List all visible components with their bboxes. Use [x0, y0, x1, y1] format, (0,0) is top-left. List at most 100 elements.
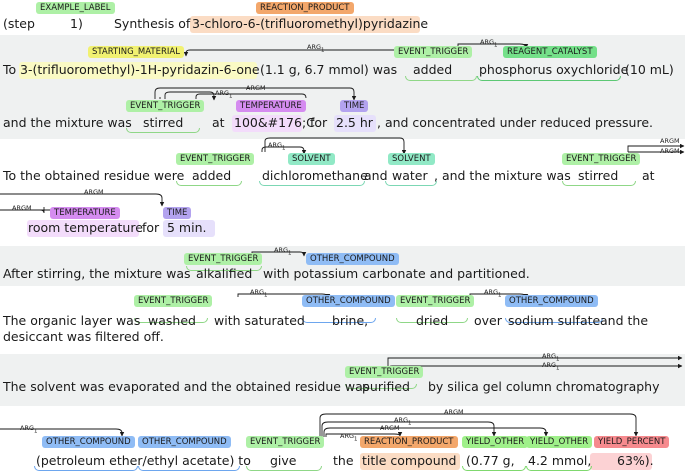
arg-label: ARG1	[268, 141, 286, 152]
arc-argm	[0, 193, 165, 207]
token-after-stirring: After stirring, the mixture was	[3, 266, 191, 281]
token-alkalified: alkalified	[196, 266, 253, 281]
token-organic-layer: The organic layer was	[3, 313, 141, 328]
token-washed: washed	[148, 313, 196, 328]
tag-solvent: SOLVENT	[388, 153, 435, 165]
token-desiccant-filtered: desiccant was filtered off.	[3, 329, 164, 344]
token-with-saturated: with saturated	[214, 313, 305, 328]
tag-yield-other: YIELD_OTHER	[526, 436, 593, 448]
token-over: over	[474, 313, 502, 328]
token-to-obtained-residue: To the obtained residue were	[3, 168, 185, 183]
token-to: To	[3, 62, 17, 77]
argm-label: ARGM	[444, 408, 464, 416]
arg-label: ARG1	[307, 43, 325, 54]
arc-argm	[627, 143, 685, 152]
argm-label: ARGM	[246, 84, 266, 92]
token-at: at	[642, 168, 655, 183]
tag-event-trigger: EVENT_TRIGGER	[134, 295, 213, 307]
token-sodium-sulfate: sodium sulfate	[508, 313, 601, 328]
sentence-band-3	[0, 354, 685, 406]
token-and: and	[364, 168, 388, 183]
token-mixture-was: , and the mixture was	[434, 168, 571, 183]
token-added: added	[413, 62, 453, 77]
arg-label: ARG1	[20, 424, 38, 435]
temperature-highlight-2	[27, 220, 139, 237]
sentence-band-2	[0, 246, 685, 286]
arg-label: ARG1	[250, 288, 268, 299]
arg-label: ARG1	[542, 352, 560, 363]
token-time: 5 min.	[167, 220, 207, 235]
tag-event-trigger: EVENT_TRIGGER	[394, 46, 473, 58]
tag-other-compound: OTHER_COMPOUND	[505, 295, 598, 307]
tag-event-trigger: EVENT_TRIGGER	[562, 153, 641, 165]
arc-argm-temp	[195, 93, 307, 99]
arc-arg1	[321, 421, 497, 437]
token-the: the	[333, 453, 354, 468]
token-reagent: phosphorus oxychloride	[479, 62, 629, 77]
arc-arg1	[387, 355, 683, 364]
token-stirred: stirred	[143, 115, 184, 130]
tag-example-label: EXAMPLE_LABEL	[36, 2, 115, 14]
token-yield-mmol: 4.2 mmol,	[528, 453, 592, 468]
argm-label: ARGM	[660, 147, 680, 155]
token-added: added	[192, 168, 232, 183]
arc-argm	[319, 413, 639, 437]
tag-time: TIME	[163, 207, 192, 219]
arc-arg1	[261, 146, 307, 155]
reaction-product-highlight-2	[360, 453, 460, 470]
tag-solvent: SOLVENT	[288, 153, 335, 165]
token-at: at	[212, 115, 225, 130]
token-solvent-2: water	[392, 168, 428, 183]
token-solvent-1: dichloromethane	[262, 168, 368, 183]
arc-arg1	[251, 251, 307, 257]
arg-label: ARG1	[215, 89, 233, 100]
tag-temperature: TEMPERATURE	[50, 207, 120, 219]
token-with-potassium-carbonate: with potassium carbonate and partitioned…	[263, 266, 530, 281]
arg-label: ARG1	[340, 432, 358, 443]
token-yield-mass: (0.77 g,	[466, 453, 515, 468]
token-reaction-product: 3-chloro-6-(trifluoromethyl)pyridazine	[192, 16, 429, 31]
tag-event-trigger: EVENT_TRIGGER	[396, 295, 475, 307]
token-concentrated: , and concentrated under reduced pressur…	[377, 115, 653, 130]
tag-event-trigger: EVENT_TRIGGER	[246, 436, 325, 448]
arg-label: ARG1	[484, 288, 502, 299]
tag-other-compound: OTHER_COMPOUND	[138, 436, 231, 448]
arc-argm	[164, 91, 217, 101]
tag-other-compound: OTHER_COMPOUND	[302, 295, 395, 307]
argm-label: ARGM	[84, 188, 104, 196]
arc-arg1	[264, 137, 407, 155]
token-eluent: (petroleum ether/ethyl acetate) to	[36, 453, 251, 468]
tag-time: TIME	[340, 100, 369, 112]
token-silica-gel: by silica gel column chromatography	[428, 379, 660, 394]
tag-other-compound: OTHER_COMPOUND	[42, 436, 135, 448]
argm-label: ARGM	[380, 424, 400, 432]
tag-event-trigger: EVENT_TRIGGER	[184, 253, 263, 265]
arg-label: ARG1	[480, 38, 498, 49]
time-highlight-1	[334, 115, 376, 132]
temperature-highlight-1	[232, 115, 302, 132]
tag-reaction-product: REACTION_PRODUCT	[256, 2, 354, 14]
token-for: for	[310, 115, 328, 130]
token-amount: (1.1 g, 6.7 mmol) was	[260, 62, 398, 77]
arc-arg1	[0, 428, 125, 437]
token-temperature: room temperature	[28, 220, 143, 235]
token-starting-material: 3-(trifluoromethyl)-1H-pyridazin-6-one	[20, 62, 260, 77]
token-and-mixture: and the mixture was	[3, 115, 132, 130]
tag-event-trigger: EVENT_TRIGGER	[345, 366, 424, 378]
arc-arg1	[325, 431, 403, 437]
token-reagent-volume: (10 mL)	[625, 62, 674, 77]
token-give: give	[270, 453, 297, 468]
tag-other-compound: OTHER_COMPOUND	[306, 253, 399, 265]
tag-temperature: TEMPERATURE	[236, 100, 306, 112]
reaction-product-highlight	[190, 16, 420, 33]
arc-argm-time	[154, 87, 357, 101]
tag-reaction-product: REACTION_PRODUCT	[360, 436, 458, 448]
token-yield-percent: 63%).	[617, 453, 654, 468]
time-highlight-2	[163, 220, 215, 237]
tag-event-trigger: EVENT_TRIGGER	[126, 100, 205, 112]
arc-arg1	[457, 43, 529, 49]
token-brine: brine,	[332, 313, 369, 328]
tag-starting-material: STARTING_MATERIAL	[88, 46, 184, 58]
token-dried: dried	[416, 313, 449, 328]
argm-label: ARGM	[12, 204, 32, 212]
